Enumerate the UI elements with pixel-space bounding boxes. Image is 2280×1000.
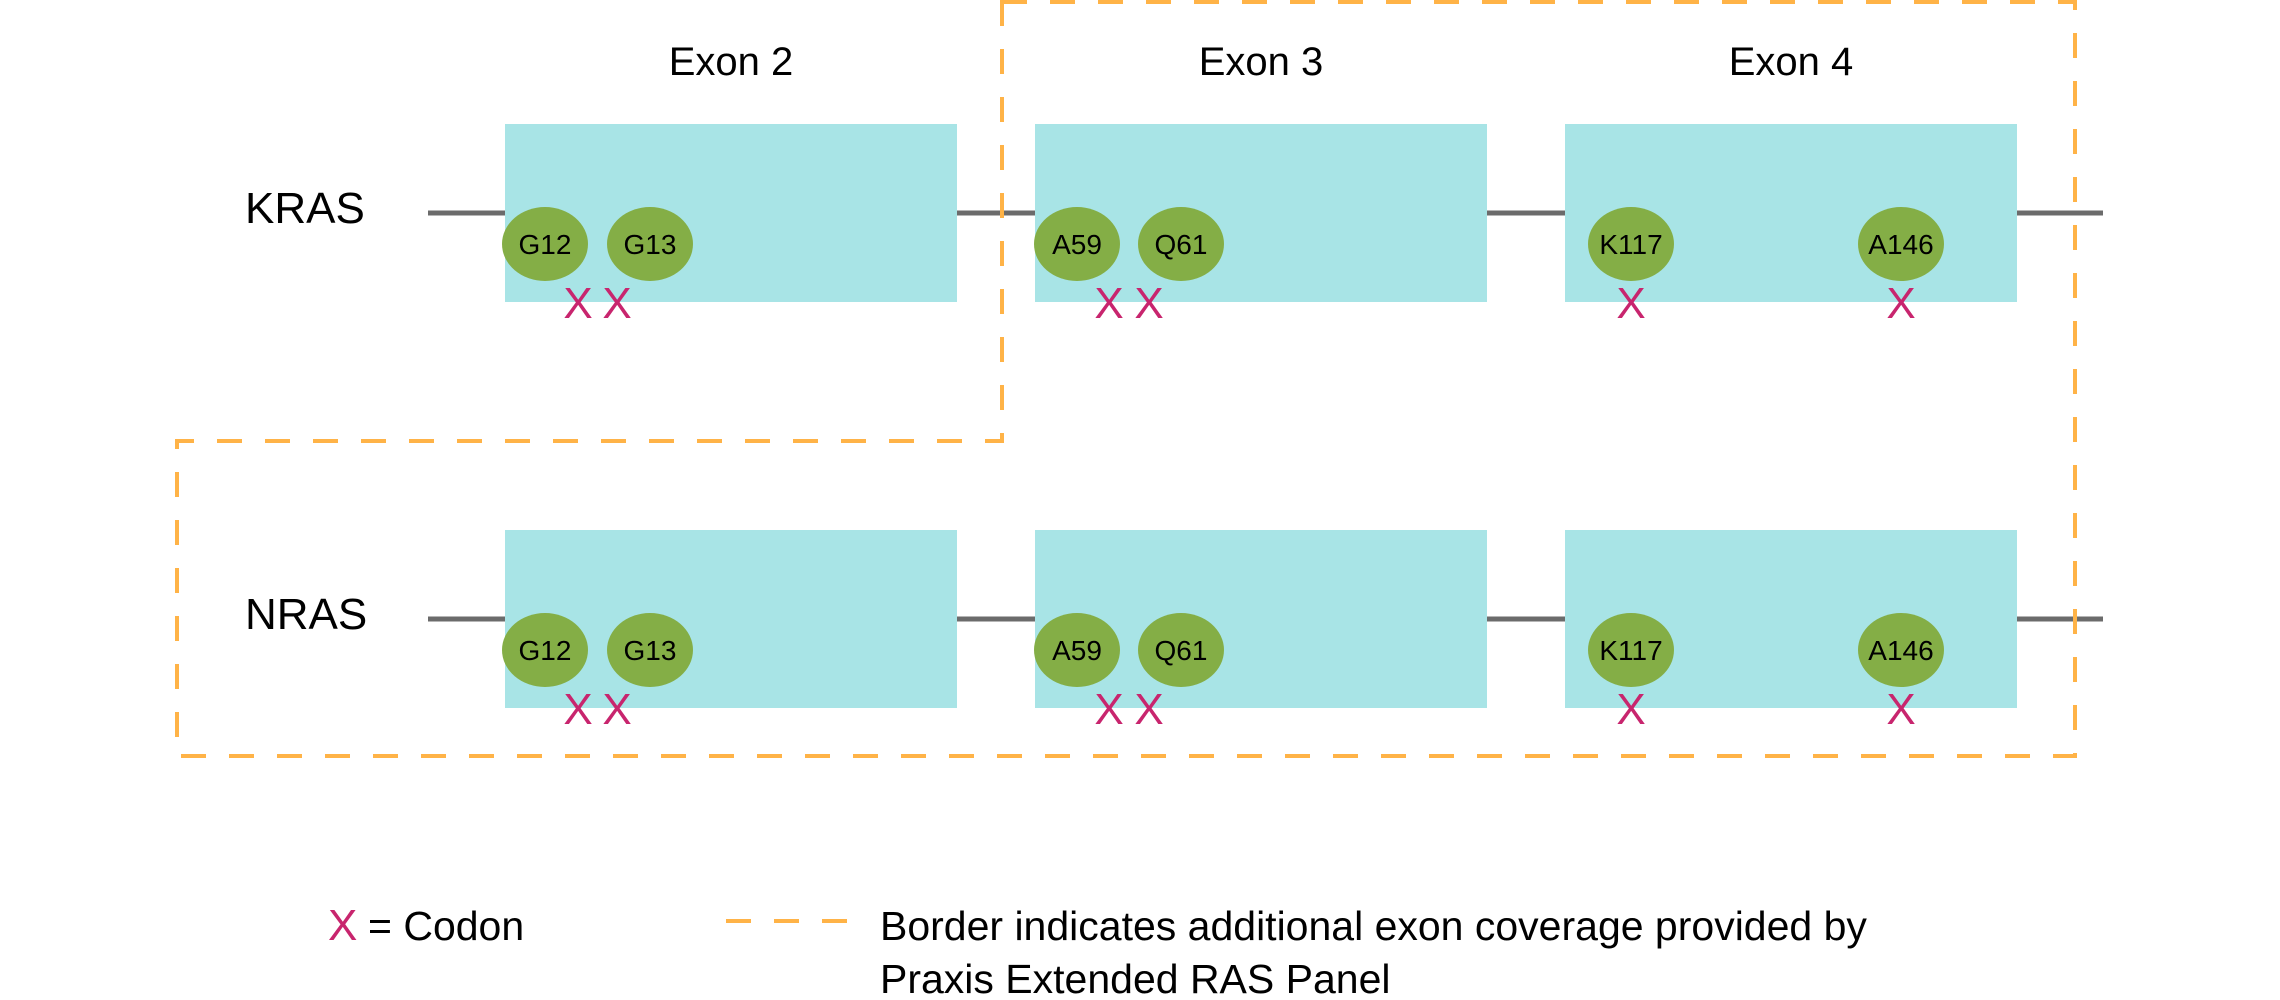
codon-ellipse: [1034, 207, 1120, 281]
codon-label: G13: [624, 635, 677, 666]
codon-ellipse: [607, 613, 693, 687]
codon-mark-x-icon: X: [1886, 685, 1915, 734]
exon-headers: Exon 2 Exon 3 Exon 4: [669, 40, 1854, 84]
codon-mark-x-icon: X: [602, 279, 631, 328]
legend-border-text-line2: Praxis Extended RAS Panel: [880, 956, 1391, 1000]
codon-ellipse: [502, 613, 588, 687]
codon-mark-x-icon: X: [563, 279, 592, 328]
codon-mark-x-icon: X: [1134, 279, 1163, 328]
codon-mark-x-icon: X: [1134, 685, 1163, 734]
codon-label: Q61: [1155, 635, 1208, 666]
exon-box: [1035, 124, 1487, 302]
legend-border-text-line1: Border indicates additional exon coverag…: [880, 903, 1867, 949]
codon-label: G12: [519, 635, 572, 666]
codon-label: A146: [1868, 635, 1933, 666]
codon-mark-x-icon: X: [1616, 685, 1645, 734]
codon-ellipse: [1034, 613, 1120, 687]
codon-ellipse: [1588, 207, 1674, 281]
codon-label: A146: [1868, 229, 1933, 260]
gene-label: NRAS: [245, 590, 367, 639]
codon-label: A59: [1052, 229, 1102, 260]
codon-ellipse: [1588, 613, 1674, 687]
exon-header-4: Exon 4: [1729, 40, 1854, 84]
codon-ellipse: [1138, 207, 1224, 281]
coverage-border: [175, 0, 2077, 758]
codon-mark-x-icon: X: [1094, 279, 1123, 328]
gene-label: KRAS: [245, 184, 365, 233]
gene-rows: KRASG12XG13XA59XQ61XK117XA146XNRASG12XG1…: [245, 124, 2103, 734]
exon-box: [1035, 530, 1487, 708]
codon-ellipse: [1858, 613, 1944, 687]
codon-label: K117: [1599, 635, 1662, 666]
legend-codon-text: = Codon: [368, 903, 524, 949]
exon-box: [505, 124, 957, 302]
legend-codon-symbol: X: [328, 901, 357, 950]
codon-mark-x-icon: X: [1886, 279, 1915, 328]
codon-label: G13: [624, 229, 677, 260]
codon-label: A59: [1052, 635, 1102, 666]
exon-box: [505, 530, 957, 708]
codon-mark-x-icon: X: [1616, 279, 1645, 328]
codon-label: K117: [1599, 229, 1662, 260]
exon-header-3: Exon 3: [1199, 40, 1324, 84]
codon-label: G12: [519, 229, 572, 260]
codon-ellipse: [607, 207, 693, 281]
codon-mark-x-icon: X: [1094, 685, 1123, 734]
exon-header-2: Exon 2: [669, 40, 794, 84]
codon-ellipse: [1858, 207, 1944, 281]
codon-label: Q61: [1155, 229, 1208, 260]
codon-mark-x-icon: X: [563, 685, 592, 734]
codon-ellipse: [1138, 613, 1224, 687]
legend: X = Codon Border indicates additional ex…: [328, 901, 1867, 1000]
codon-mark-x-icon: X: [602, 685, 631, 734]
codon-ellipse: [502, 207, 588, 281]
